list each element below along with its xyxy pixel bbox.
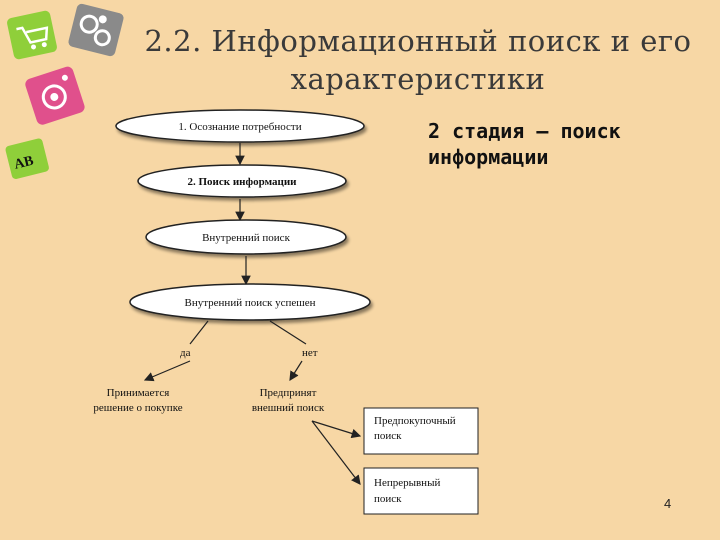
node-internal-success	[129, 283, 371, 321]
arrow-to-prepurchase	[311, 420, 362, 439]
node-internal-search-label: Внутренний поиск	[202, 232, 291, 244]
branch-no-label: нет	[302, 347, 318, 359]
shopping-cart-icon	[7, 10, 57, 60]
node-search-label: 2. Поиск информации	[187, 176, 297, 188]
page-number: 4	[664, 496, 672, 511]
decision-line-1: Принимается	[107, 387, 170, 399]
gears-icon	[68, 3, 124, 57]
node-awareness	[115, 109, 365, 143]
slide-title: 2.2. Информационный поиск и его характер…	[128, 22, 708, 98]
title-line-2: характеристики	[290, 62, 546, 96]
external-line-2: внешний поиск	[252, 402, 325, 414]
search-flow-diagram: 1. Осознание потребности 2. Поиск информ…	[93, 109, 479, 515]
node-search	[137, 164, 347, 198]
title-line-1: 2.2. Информационный поиск и его	[144, 24, 692, 58]
decision-line-2: решение о покупке	[93, 402, 182, 414]
node-internal-search	[145, 219, 347, 255]
node-awareness-label: 1. Осознание потребности	[178, 121, 301, 133]
external-line-1: Предпринят	[260, 387, 317, 399]
stage-subtitle: 2 стадия – поиск информации	[428, 118, 688, 170]
box-prepurchase-line-1: Предпокупочный	[374, 415, 456, 427]
box-prepurchase	[363, 407, 479, 455]
branch-yes-label: да	[180, 347, 191, 359]
arrow-to-continuous	[311, 420, 361, 485]
box-prepurchase-line-2: поиск	[374, 430, 402, 442]
decorative-icons: AB	[5, 3, 124, 179]
node-internal-success-label: Внутренний поиск успешен	[185, 297, 316, 309]
camera-icon	[25, 66, 85, 125]
box-continuous-line-1: Непрерывный	[374, 477, 440, 489]
branch-no-line	[269, 320, 307, 345]
branch-no-arrow	[289, 360, 303, 382]
abc-letters-icon: AB	[5, 138, 49, 179]
box-continuous-line-2: поиск	[374, 493, 402, 505]
branch-yes-line	[189, 320, 209, 345]
svg-text:AB: AB	[13, 154, 36, 173]
subtitle-line-1: 2 стадия – поиск	[428, 119, 621, 143]
branch-yes-arrow	[143, 360, 191, 382]
subtitle-line-2: информации	[428, 145, 549, 169]
box-continuous	[363, 467, 479, 515]
